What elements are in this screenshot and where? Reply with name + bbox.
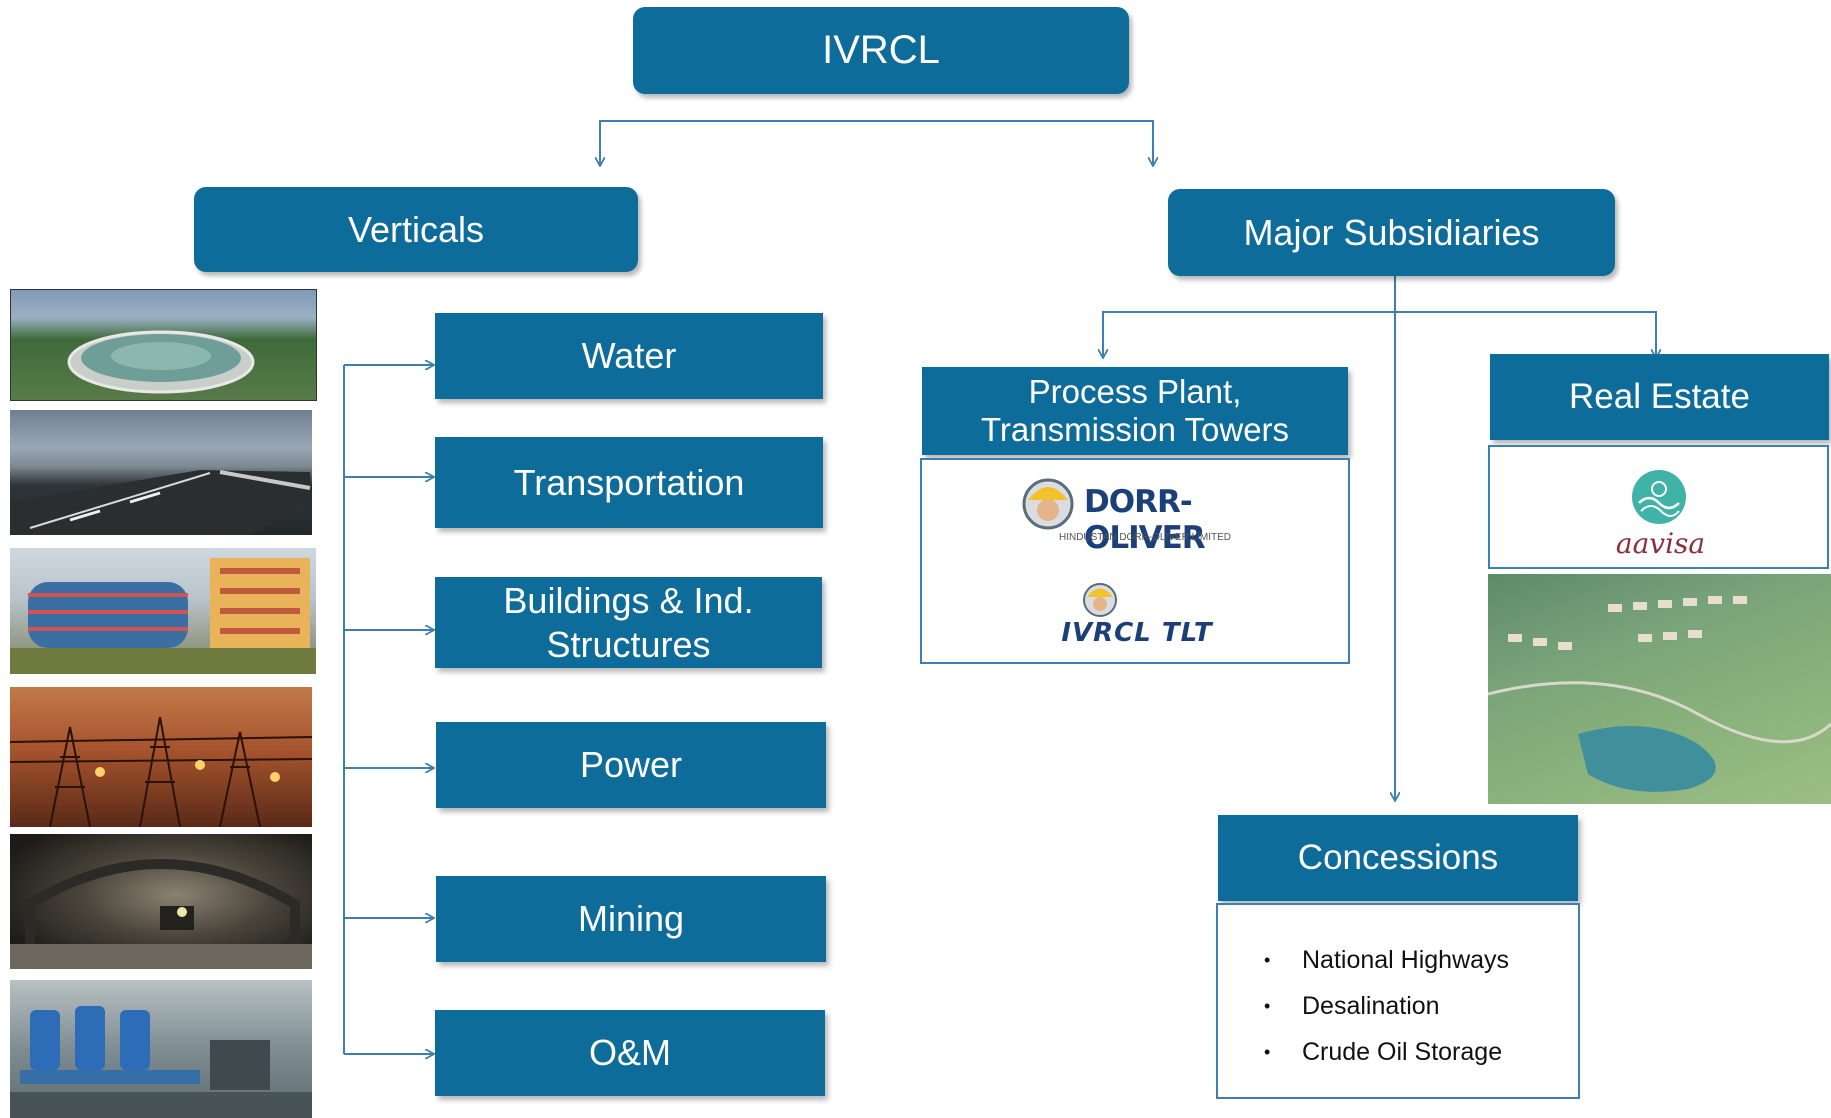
water-treatment-photo (10, 289, 317, 401)
concessions-label: Concessions (1297, 837, 1499, 877)
process-plant-node: Process Plant, Transmission Towers (922, 367, 1348, 455)
root-node: IVRCL (633, 7, 1129, 94)
process-plant-label: Process Plant, Transmission Towers (980, 372, 1290, 448)
aavisa-emblem-icon (1632, 470, 1686, 524)
tunnel-graphic (10, 859, 312, 969)
vertical-item-water: Water (435, 313, 823, 399)
list-item: •Crude Oil Storage (1264, 1037, 1503, 1066)
concessions-list: •National Highways •Desalination •Crude … (1262, 937, 1509, 1075)
ivrcl-tlt-logo: IVRCL TLT (1022, 578, 1252, 658)
process-plant-logos: DORR-OLIVER HINDUSTAN DORR-OLIVER LIMITE… (920, 458, 1350, 664)
buildings-photo (10, 548, 316, 674)
vertical-item-transportation: Transportation (435, 437, 823, 528)
vertical-item-label: Mining (577, 898, 685, 940)
water-tank-graphic (67, 330, 255, 394)
power-substation-photo (10, 687, 312, 827)
aavisa-logo-frame: aavisa (1488, 445, 1829, 569)
worker-helmet-small-icon (1083, 583, 1117, 617)
ivrcl-tlt-text: IVRCL TLT (1061, 618, 1213, 648)
real-estate-node: Real Estate (1490, 354, 1829, 440)
list-item-text: Desalination (1302, 991, 1440, 1020)
real-estate-label: Real Estate (1569, 376, 1750, 416)
dorr-oliver-text: DORR-OLIVER (1084, 484, 1206, 556)
vertical-item-label: Buildings & Ind. Structures (503, 579, 754, 665)
list-item: •Desalination (1264, 991, 1440, 1020)
root-label: IVRCL (822, 28, 940, 73)
vertical-item-mining: Mining (436, 876, 826, 962)
list-item-text: Crude Oil Storage (1302, 1037, 1503, 1066)
highway-photo (10, 410, 312, 535)
vertical-item-label: Transportation (513, 461, 745, 503)
buildings-graphic (10, 558, 316, 674)
aerial-view-graphic (1488, 596, 1831, 792)
vertical-item-power: Power (436, 722, 826, 808)
power-towers-graphic (10, 716, 312, 827)
pumps-graphic (10, 1006, 312, 1118)
aavisa-logo-text: aavisa (1615, 527, 1706, 560)
list-item-text: National Highways (1302, 945, 1510, 974)
vertical-item-om: O&M (435, 1010, 825, 1096)
vertical-item-buildings: Buildings & Ind. Structures (435, 577, 822, 668)
vertical-item-label: Water (581, 335, 677, 377)
subsidiaries-node: Major Subsidiaries (1168, 189, 1615, 276)
concessions-list-frame (1216, 903, 1580, 1099)
verticals-label: Verticals (347, 208, 485, 250)
mining-tunnel-photo (10, 834, 312, 969)
real-estate-aerial-photo (1488, 574, 1831, 804)
vertical-item-label: Power (579, 744, 683, 786)
worker-helmet-icon (1022, 478, 1074, 530)
road-lines-graphic (10, 470, 312, 535)
verticals-node: Verticals (194, 187, 638, 272)
om-pump-house-photo (10, 980, 312, 1118)
concessions-node: Concessions (1218, 815, 1578, 901)
vertical-item-label: O&M (588, 1032, 671, 1074)
subsidiaries-label: Major Subsidiaries (1243, 211, 1540, 253)
list-item: •National Highways (1264, 945, 1510, 974)
dorr-oliver-subtext: HINDUSTAN DORR-OLIVER LIMITED (1058, 532, 1232, 543)
dorr-oliver-logo: DORR-OLIVER HINDUSTAN DORR-OLIVER LIMITE… (1018, 472, 1268, 562)
